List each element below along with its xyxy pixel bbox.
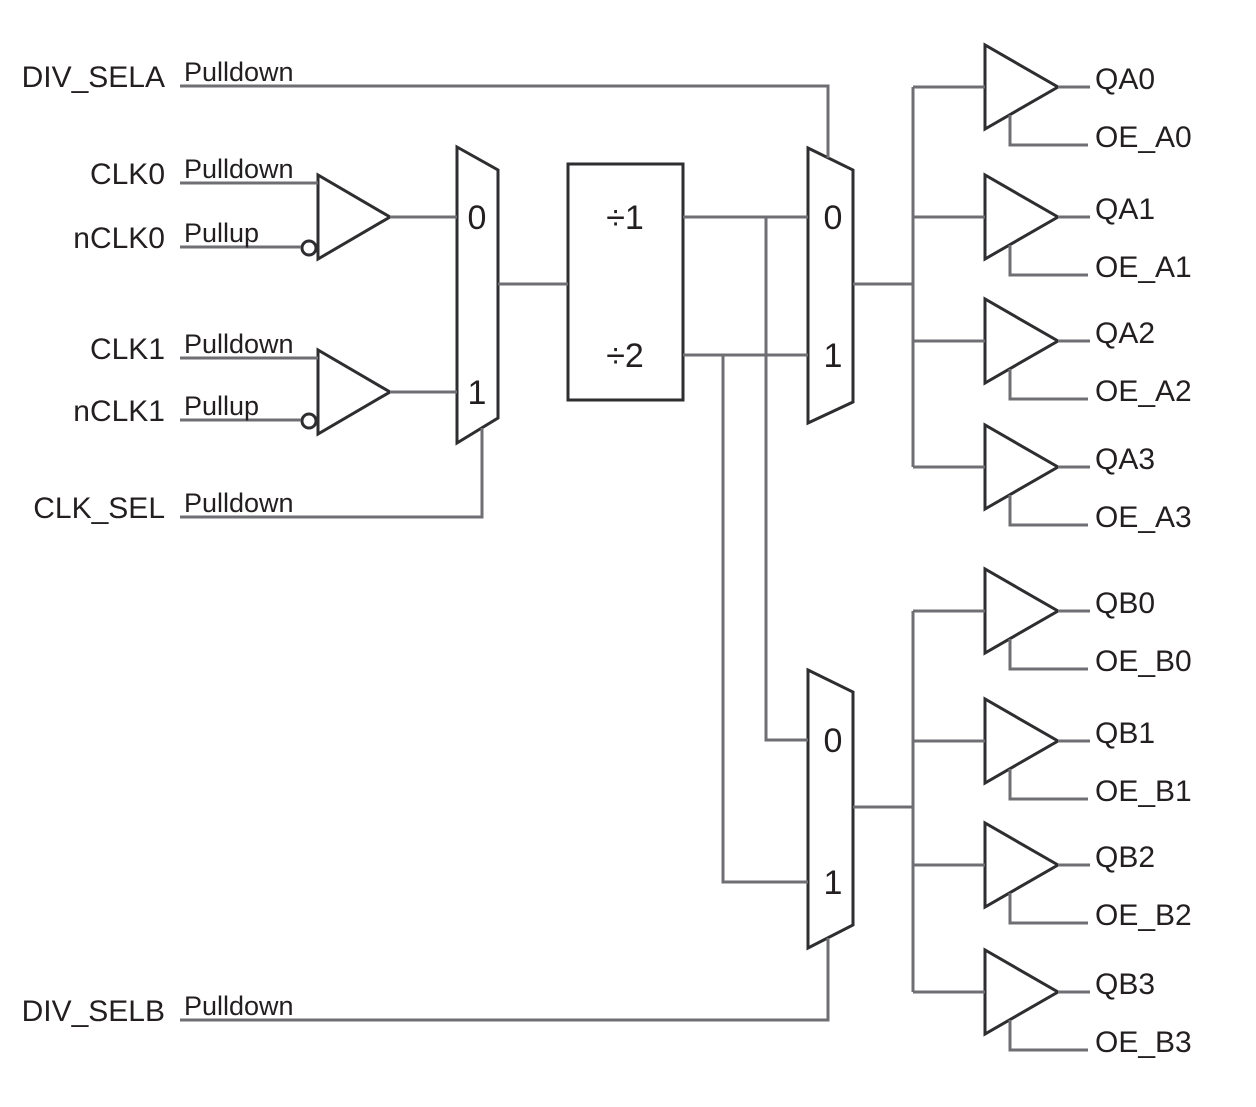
wire-div-selb — [180, 938, 830, 1022]
output-buffer-qb1 — [983, 696, 1062, 786]
clkmux-input1-label: 1 — [468, 374, 487, 412]
wire-oe-a1 — [1008, 245, 1088, 277]
wire-clk-sel — [180, 428, 484, 519]
wire-div1-branch-to-muxb — [764, 217, 808, 742]
oe-label-a3: OE_A3 — [1095, 501, 1192, 534]
div-select-mux-a — [806, 145, 855, 426]
clkmux-input0-label: 0 — [468, 199, 487, 237]
shapes — [300, 42, 1062, 1037]
output-buffer-qa1 — [983, 172, 1062, 262]
pull-label-clk1: Pulldown — [184, 329, 294, 359]
pin-label-div-selb: DIV_SELB — [22, 995, 165, 1028]
div-select-mux-b — [806, 667, 855, 951]
clk-select-mux — [455, 144, 500, 446]
output-buffer-qb3 — [983, 947, 1062, 1037]
pull-label-div-selb: Pulldown — [184, 991, 294, 1021]
output-buffer-qa0 — [983, 42, 1062, 132]
wire-oe-b0 — [1008, 639, 1088, 671]
invert-bubble-nclk1 — [300, 412, 318, 430]
output-label-qa2: QA2 — [1095, 317, 1155, 350]
pin-label-clk1: CLK1 — [90, 333, 165, 366]
oe-label-b2: OE_B2 — [1095, 899, 1192, 932]
pin-label-clk0: CLK0 — [90, 158, 165, 191]
wire-oe-a0 — [1008, 115, 1088, 147]
pull-label-div-sela: Pulldown — [184, 57, 294, 87]
output-label-qa3: QA3 — [1095, 443, 1155, 476]
wire-div-sela — [180, 84, 830, 158]
pin-label-clk-sel: CLK_SEL — [33, 492, 165, 525]
muxb-input0-label: 0 — [824, 722, 843, 760]
wire-oe-b3 — [1008, 1020, 1088, 1052]
wire-oe-a2 — [1008, 369, 1088, 401]
wire-div2-branch-to-muxb — [721, 355, 808, 884]
wire-oe-a3 — [1008, 495, 1088, 527]
oe-label-a0: OE_A0 — [1095, 121, 1192, 154]
oe-label-a2: OE_A2 — [1095, 375, 1192, 408]
pull-label-clk0: Pulldown — [184, 154, 294, 184]
pull-label-nclk1: Pullup — [184, 391, 259, 421]
muxa-input0-label: 0 — [824, 199, 843, 237]
wires — [180, 84, 1090, 1052]
input-buffer-clk1 — [316, 347, 393, 437]
pin-label-nclk1: nCLK1 — [73, 395, 165, 428]
muxb-input1-label: 1 — [824, 864, 843, 902]
divider-ratio-div1: ÷1 — [606, 199, 644, 237]
oe-label-b0: OE_B0 — [1095, 645, 1192, 678]
pull-label-nclk0: Pullup — [184, 218, 259, 248]
output-label-qb0: QB0 — [1095, 587, 1155, 620]
wire-oe-b2 — [1008, 893, 1088, 925]
input-buffer-clk0 — [316, 172, 393, 262]
output-buffer-qb0 — [983, 566, 1062, 656]
oe-label-b1: OE_B1 — [1095, 775, 1192, 808]
labels: DIV_SELA CLK0 nCLK0 CLK1 nCLK1 CLK_SEL D… — [22, 57, 1192, 1059]
invert-bubble-nclk0 — [300, 239, 318, 257]
wire-oe-b1 — [1008, 769, 1088, 801]
output-label-qb2: QB2 — [1095, 841, 1155, 874]
output-buffer-qa2 — [983, 296, 1062, 386]
output-label-qb3: QB3 — [1095, 968, 1155, 1001]
oe-label-b3: OE_B3 — [1095, 1026, 1192, 1059]
pin-label-nclk0: nCLK0 — [73, 222, 165, 255]
output-buffer-qb2 — [983, 820, 1062, 910]
pin-label-div-sela: DIV_SELA — [22, 61, 165, 94]
output-buffer-qa3 — [983, 422, 1062, 512]
output-label-qb1: QB1 — [1095, 717, 1155, 750]
oe-label-a1: OE_A1 — [1095, 251, 1192, 284]
divider-block — [566, 162, 685, 402]
output-label-qa1: QA1 — [1095, 193, 1155, 226]
output-label-qa0: QA0 — [1095, 63, 1155, 96]
divider-ratio-div2: ÷2 — [606, 337, 644, 375]
muxa-input1-label: 1 — [824, 337, 843, 375]
pull-label-clk-sel: Pulldown — [184, 488, 294, 518]
